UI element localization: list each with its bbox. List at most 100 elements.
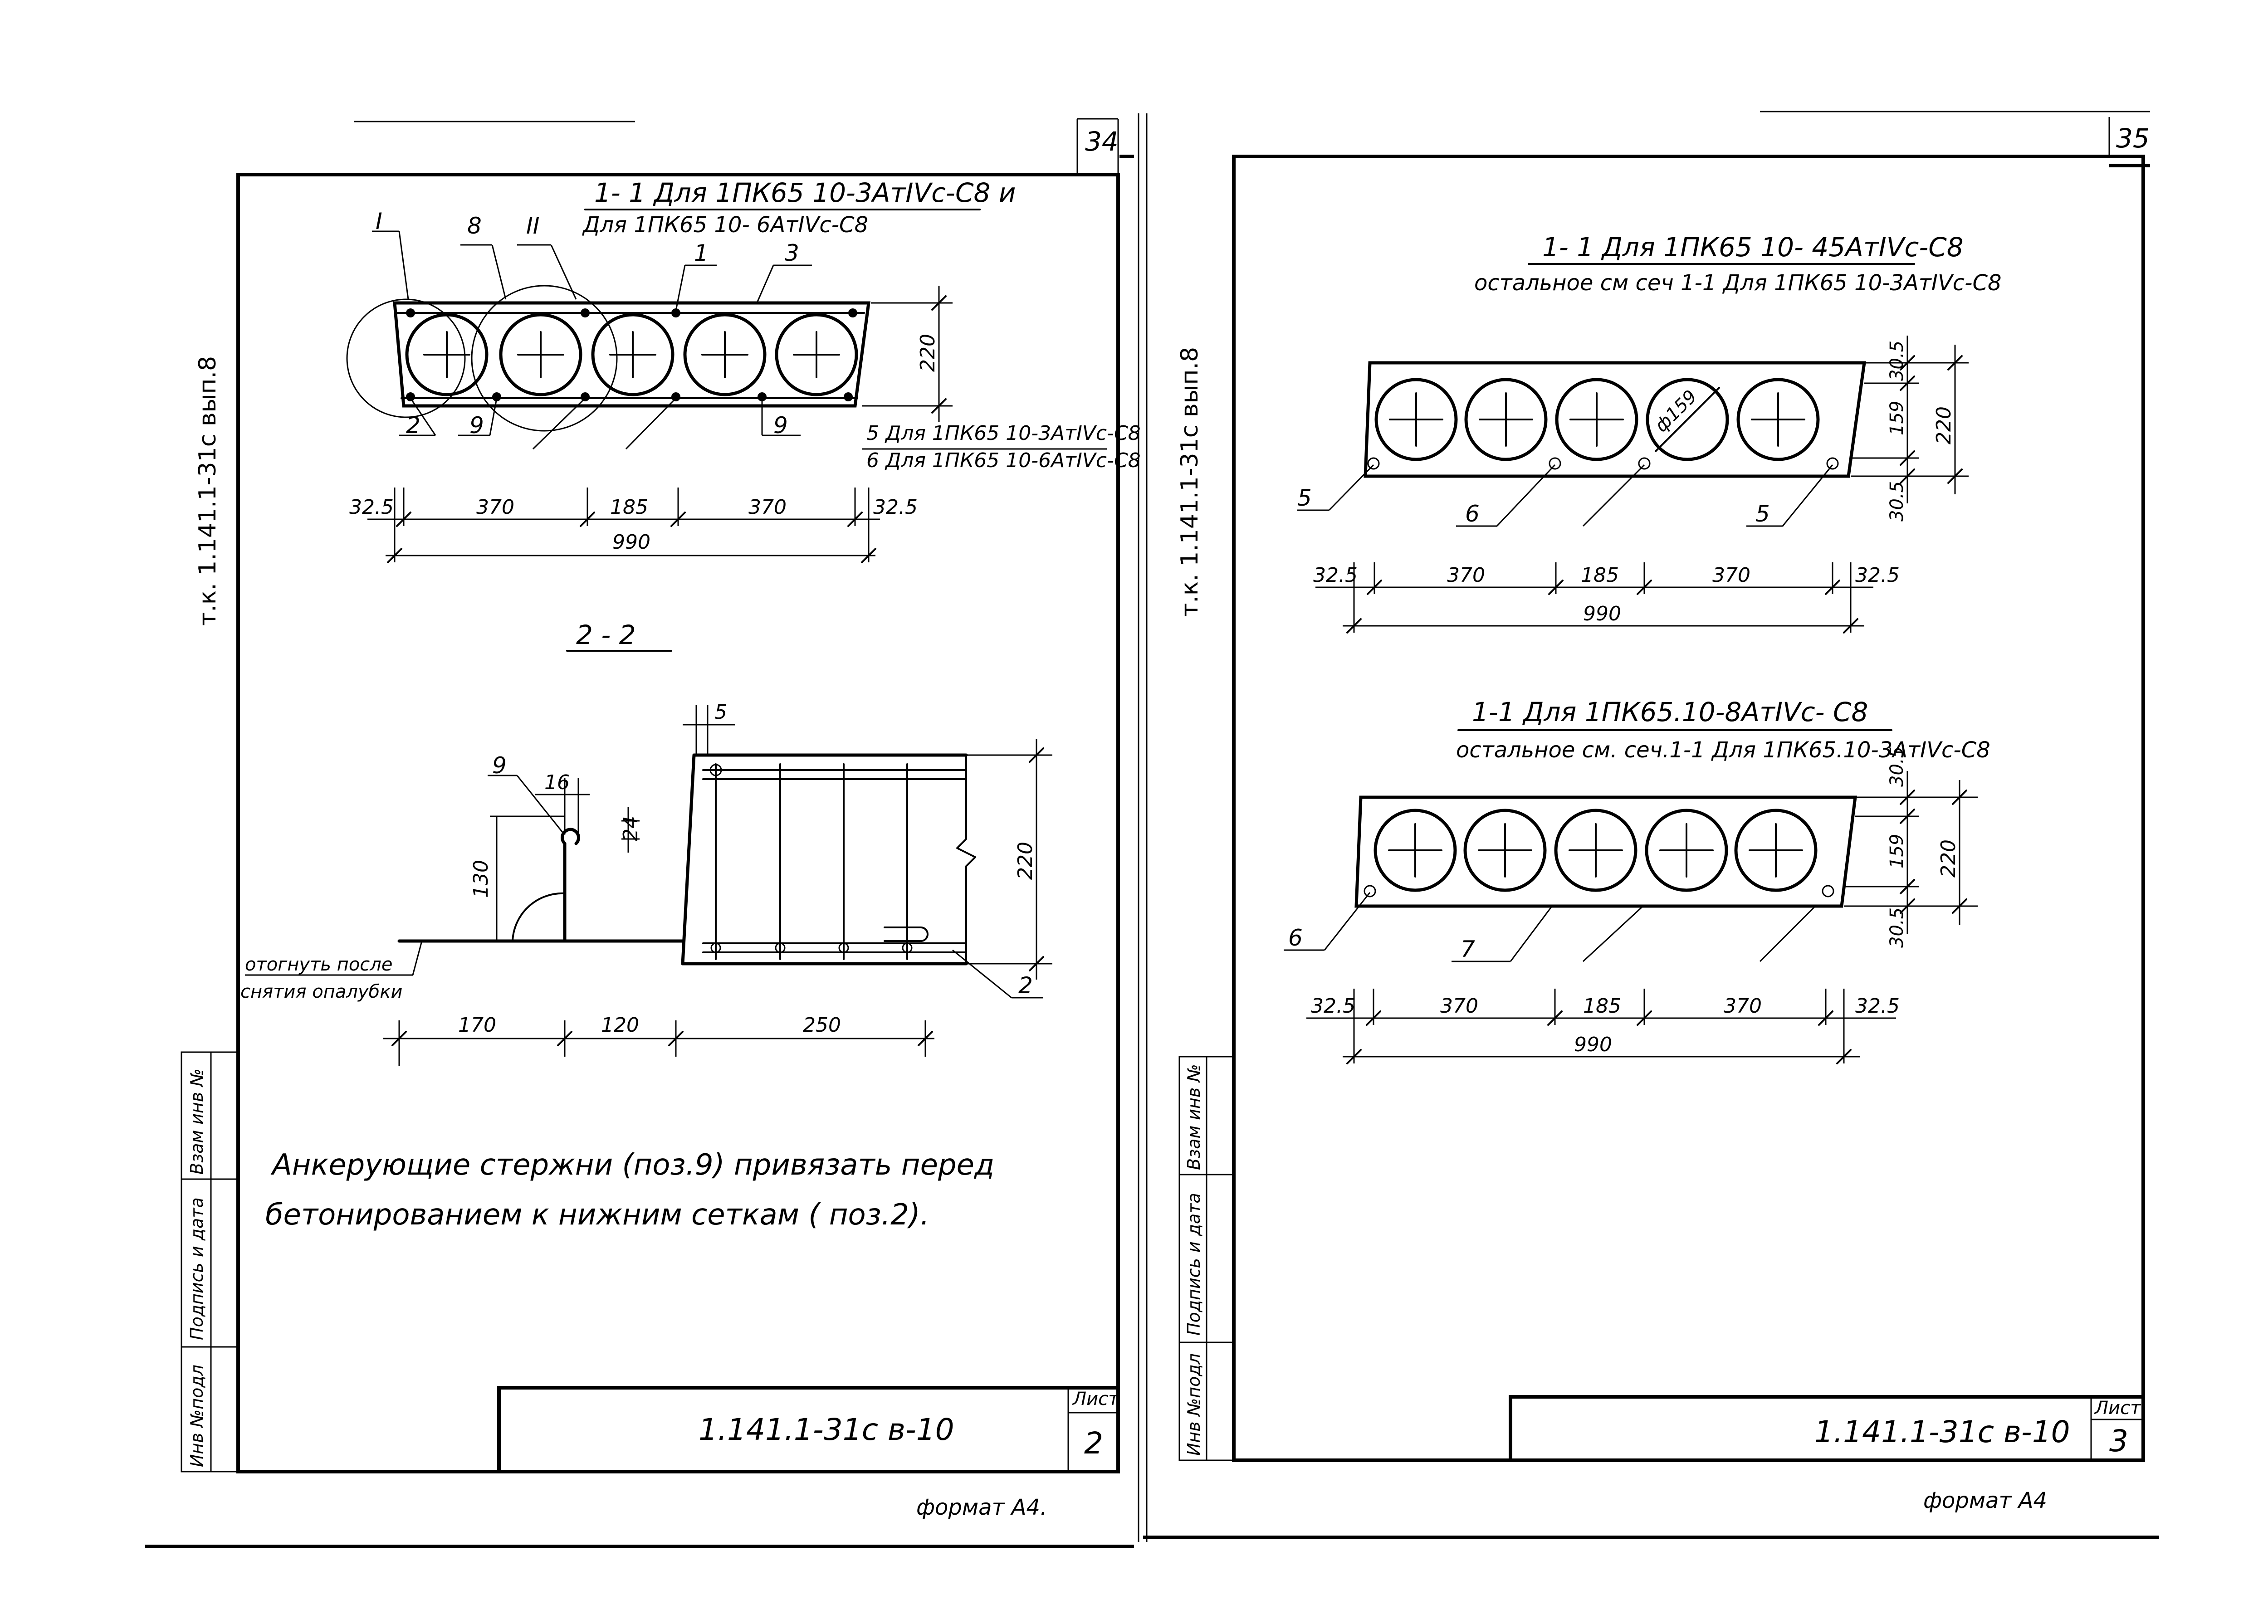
side-vzam-label-r: Взам инв № — [1184, 1064, 1204, 1170]
sec2-dim-24: 24 — [619, 816, 642, 841]
callout-9a: 9 — [469, 412, 484, 439]
left-sheet-frame — [181, 118, 1134, 1473]
right-sec1-title: 1- 1 Для 1ПК65 10- 45АтIVс-С8 — [1542, 232, 1964, 263]
right-sec2-h220: 220 — [1937, 839, 1960, 878]
right-sec2-pos-6: 6 — [1288, 925, 1303, 951]
left-list-label: Лист — [1072, 1389, 1119, 1409]
sec2-bottom-dim-2: 250 — [803, 1014, 841, 1037]
left-sec1-voids — [405, 313, 858, 396]
right-sec1-dim-4: 32.5 — [1855, 564, 1900, 587]
right-sec1-h220: 220 — [1932, 406, 1955, 444]
left-sec1-detail-circles — [346, 285, 618, 432]
left-sec1-dim-3: 370 — [748, 496, 787, 519]
sec2-dim-9: 9 — [492, 752, 507, 779]
right-sec2-slab — [1354, 795, 1857, 908]
right-sec2-width-dims — [1306, 989, 1896, 1064]
left-sec1-leaders — [372, 230, 1107, 450]
right-sec1-width-dims — [1315, 562, 1873, 634]
sec2-dim-130: 130 — [469, 860, 493, 898]
right-sec1-v-1: 159 — [1887, 401, 1907, 435]
left-note-line-2: бетонированием к нижним сеткам ( поз.2). — [265, 1198, 929, 1232]
callout-8: 8 — [467, 213, 482, 239]
left-sec1-width-dims — [367, 488, 880, 563]
right-sec2-voids — [1374, 809, 1818, 892]
left-sec2-drawing — [245, 705, 1052, 1066]
right-sec2-v-2: 30.5 — [1887, 907, 1907, 948]
left-series-label: т.к. 1.141.1-31с вып.8 — [194, 356, 221, 626]
left-side-block: Инв №подл Подпись и дата Взам инв № — [187, 1068, 207, 1467]
right-sec2-dim-1: 370 — [1440, 995, 1478, 1018]
sec2-pos-2: 2 — [1018, 972, 1033, 999]
outer-lines — [145, 111, 2159, 1548]
side-sign-label-r: Подпись и дата — [1184, 1193, 1204, 1336]
sec2-dim-5: 5 — [714, 701, 727, 724]
right-sec1-dim-2: 185 — [1581, 564, 1619, 587]
right-sec1-total: 990 — [1583, 602, 1621, 625]
right-sec1-dim-3: 370 — [1712, 564, 1750, 587]
right-sec1-pos-5b: 5 — [1755, 501, 1770, 527]
left-sec1-dim-2: 185 — [610, 496, 648, 519]
right-sec1-pos-5a: 5 — [1297, 485, 1312, 511]
sec2-dim-220: 220 — [1014, 842, 1037, 880]
sec2-bend-note-2: снятия опалубки — [240, 981, 402, 1002]
right-sec2-dim-2: 185 — [1583, 995, 1621, 1018]
right-sec2-dim-0: 32.5 — [1311, 995, 1355, 1018]
left-note-line-1: Анкерующие стержни (поз.9) привязать пер… — [270, 1148, 994, 1182]
sec2-bottom-dim-1: 120 — [601, 1014, 639, 1037]
left-sec1-title: 1- 1 Для 1ПК65 10-3АтIVс-С8 и — [594, 177, 1016, 208]
side-sign-label: Подпись и дата — [187, 1197, 207, 1340]
right-sec2-dim-4: 32.5 — [1855, 995, 1900, 1018]
right-sec2-dim-3: 370 — [1724, 995, 1762, 1018]
side-inv-label-r: Инв №подл — [1184, 1353, 1204, 1456]
left-stamp-code: 1.141.1-31с в-10 — [699, 1412, 954, 1447]
right-sec1-voids — [1374, 378, 1820, 461]
left-sheet-number: 34 — [1085, 126, 1119, 157]
right-series-label: т.к. 1.141.1-31с вып.8 — [1176, 347, 1203, 617]
right-sec2-pos-7: 7 — [1461, 936, 1475, 962]
left-sec2-title: 2 - 2 — [576, 619, 636, 650]
right-sec1-rebar — [1367, 457, 1839, 470]
right-sec2-rebar — [1364, 885, 1834, 897]
right-sec2-v-1: 159 — [1887, 834, 1907, 868]
right-sec1-height-dims — [1851, 336, 1969, 503]
callout-I: I — [376, 208, 382, 234]
right-sec2-v-0: 30.5 — [1887, 746, 1907, 787]
right-sheet-frame — [1178, 117, 2150, 1462]
callout-1: 1 — [694, 240, 709, 266]
side-inv-label: Инв №подл — [187, 1365, 207, 1467]
left-sec1-dim-4: 32.5 — [873, 496, 918, 519]
right-sec2-total: 990 — [1574, 1033, 1612, 1056]
left-note-pos6: 6 Для 1ПК65 10-6АтIVс-С8 — [866, 449, 1141, 472]
right-sec2-leaders — [1284, 892, 1815, 962]
right-sec1-sub: остальное см сеч 1-1 Для 1ПК65 10-3АтIVс… — [1474, 270, 2002, 296]
right-stamp-code: 1.141.1-31с в-10 — [1814, 1414, 2070, 1449]
sec2-dim-16: 16 — [544, 771, 570, 794]
right-sec2-title: 1-1 Для 1ПК65.10-8АтIVс- С8 — [1472, 697, 1868, 727]
right-sec1-leaders — [1297, 464, 1833, 527]
right-side-block: Инв №подл Подпись и дата Взам инв № — [1184, 1064, 1204, 1456]
left-format-label: формат А4. — [916, 1495, 1047, 1520]
right-sec1-v-0: 30.5 — [1887, 341, 1907, 381]
right-sec1-pos-6: 6 — [1465, 501, 1480, 527]
right-sec2-height-dims — [1844, 771, 1978, 934]
callout-3: 3 — [785, 240, 799, 266]
left-list-number: 2 — [1084, 1426, 1103, 1461]
side-vzam-label: Взам инв № — [187, 1068, 207, 1175]
left-sec1-height-dim — [862, 286, 953, 422]
right-list-label: Лист — [2094, 1398, 2141, 1419]
left-sec1-h220: 220 — [916, 334, 939, 372]
callout-II: II — [526, 213, 540, 239]
right-format-label: формат А4 — [1923, 1488, 2047, 1513]
callout-9b: 9 — [773, 412, 788, 439]
left-sec1-title2: Для 1ПК65 10- 6АтIVс-С8 — [582, 212, 868, 238]
sec2-bend-note-1: отогнуть после — [245, 954, 392, 975]
left-sec1-dim-1: 370 — [476, 496, 514, 519]
right-sec1-dim-1: 370 — [1447, 564, 1485, 587]
right-sec1-dim-0: 32.5 — [1313, 564, 1358, 587]
right-sheet-number: 35 — [2116, 123, 2150, 154]
callout-2: 2 — [406, 412, 420, 439]
left-note-pos5: 5 Для 1ПК65 10-3АтIVс-С8 — [866, 422, 1141, 445]
right-sec2-sub: остальное см. сеч.1-1 Для 1ПК65.10-3АтIV… — [1456, 737, 1990, 763]
left-sec1-total: 990 — [612, 531, 650, 554]
